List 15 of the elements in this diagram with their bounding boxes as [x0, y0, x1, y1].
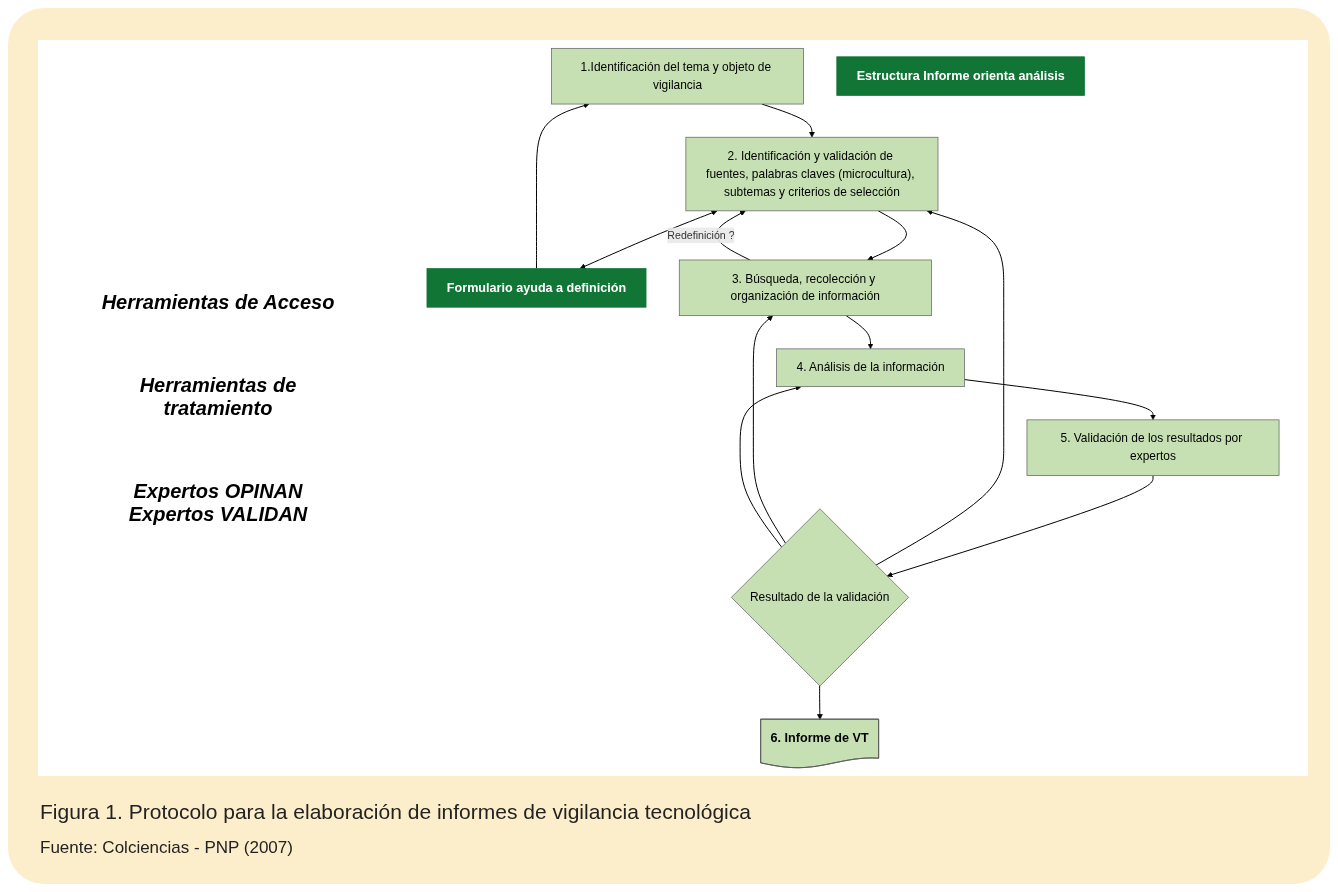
node-diamond: Resultado de la validación [731, 508, 909, 687]
node-box: Estructura Informe orienta análisis [836, 56, 1085, 96]
side-note: Expertos OPINAN Expertos VALIDAN [127, 479, 309, 526]
arrow [886, 475, 1154, 578]
edge-label: Redefinición ? [667, 229, 735, 241]
node-box: 4. Análisis de la información [776, 348, 965, 387]
node-box: Formulario ayuda a definición [426, 268, 647, 308]
node-box: 3. Búsqueda, recolección y organización de información [678, 259, 932, 316]
node-box: 1.Identificación del tema y objeto de vigilancia [551, 48, 804, 105]
source-note: Fuente: Colciencias - PNP (2007) [40, 838, 293, 858]
side-note: Herramientas de Acceso [100, 290, 336, 314]
node-box: 5. Validación de los resultados por expertos [1026, 419, 1280, 476]
node-box: 2. Identificación y validación de fuentes, palabras claves (microcultura), subtemas y criterios de selección [685, 136, 939, 212]
figure-caption: Figura 1. Protocolo para la elaboración de informes de vigilancia tecnológica [40, 800, 751, 824]
side-note: Herramientas de tratamiento [138, 373, 298, 420]
